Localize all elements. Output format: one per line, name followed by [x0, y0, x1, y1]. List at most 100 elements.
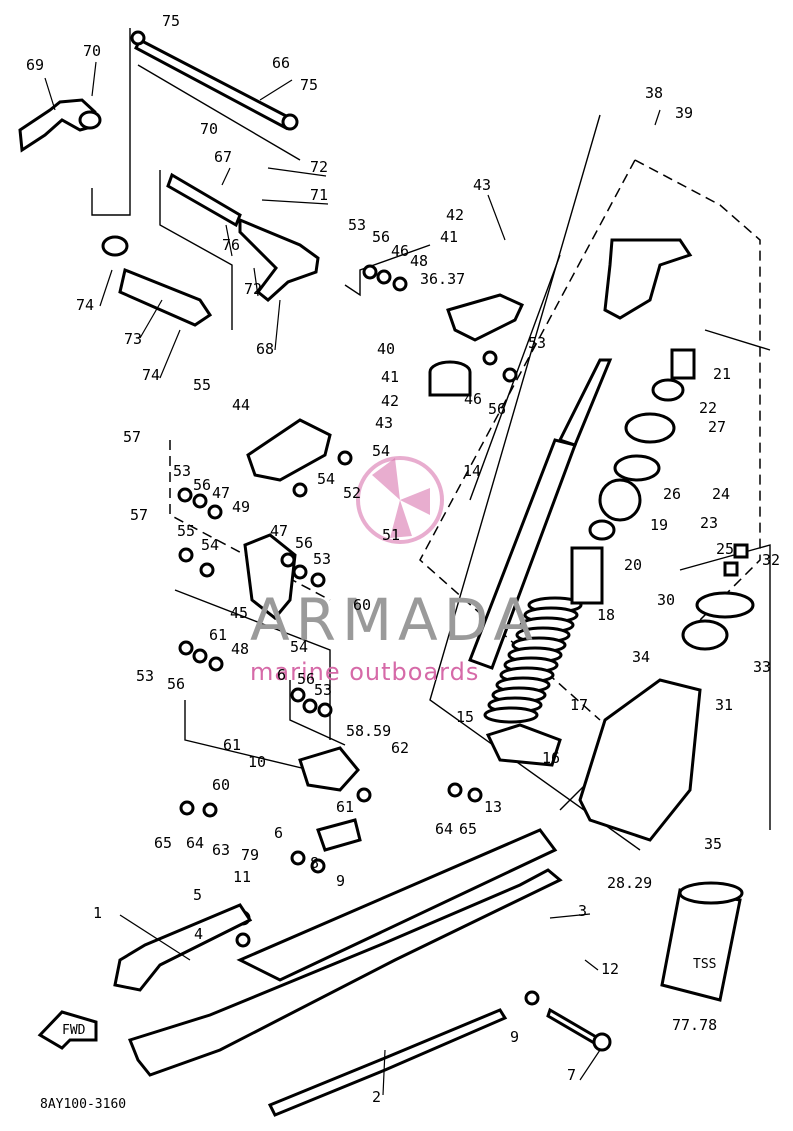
- washer: [310, 572, 326, 588]
- part-label-33: 33: [753, 658, 771, 676]
- leader-line: [261, 199, 329, 205]
- part-label-56: 56: [167, 675, 185, 693]
- part-label-64: 64: [435, 820, 453, 838]
- part-label-38: 38: [645, 84, 663, 102]
- part-label-65: 65: [154, 834, 172, 852]
- leader-line: [225, 224, 233, 257]
- leader-line: [253, 267, 259, 297]
- washer: [208, 656, 224, 672]
- washer: [362, 264, 378, 280]
- part-label-71: 71: [310, 186, 328, 204]
- part-label-48: 48: [231, 640, 249, 658]
- leader-line: [274, 299, 281, 351]
- part-label-23: 23: [700, 514, 718, 532]
- part-label-70: 70: [83, 42, 101, 60]
- fasteners: [177, 264, 540, 1006]
- cylinder-text: TSS: [693, 957, 716, 972]
- part-44-bracket: [246, 418, 332, 482]
- washer: [290, 687, 306, 703]
- part-label-74: 74: [142, 366, 160, 384]
- part-label-7: 7: [567, 1066, 576, 1084]
- washer: [192, 648, 208, 664]
- leader-line: [44, 77, 56, 111]
- part-77-78-cover: [660, 881, 744, 1002]
- part-label-61: 61: [223, 736, 241, 754]
- washer: [502, 367, 518, 383]
- washer: [482, 350, 498, 366]
- part-label-30: 30: [657, 591, 675, 609]
- leader-line: [259, 79, 293, 101]
- part-label-31: 31: [715, 696, 733, 714]
- washer: [310, 858, 326, 874]
- part-label-60: 60: [212, 776, 230, 794]
- propeller-icon: [356, 456, 444, 544]
- part-label-72: 72: [244, 280, 262, 298]
- part-label-15: 15: [456, 708, 474, 726]
- leader-line: [579, 1049, 601, 1081]
- part-label-68: 68: [256, 340, 274, 358]
- part-label-17: 17: [570, 696, 588, 714]
- part-label-47: 47: [212, 484, 230, 502]
- washer: [302, 698, 318, 714]
- part-label-54: 54: [317, 470, 335, 488]
- part-16-spring-seat: [485, 723, 562, 767]
- part-label-19: 19: [650, 516, 668, 534]
- part-3-ski-body: [236, 828, 558, 982]
- washer: [317, 702, 333, 718]
- part-label-25: 25: [716, 540, 734, 558]
- part-label-43: 43: [473, 176, 491, 194]
- part-label-13: 13: [484, 798, 502, 816]
- part-label-56: 56: [297, 670, 315, 688]
- part-label-24: 24: [712, 485, 730, 503]
- part-label-76: 76: [222, 236, 240, 254]
- part-label-73: 73: [124, 330, 142, 348]
- part-label-9: 9: [336, 872, 345, 890]
- watermark: ARMADA marine outboards: [250, 456, 533, 686]
- washer: [202, 802, 218, 818]
- part-label-27: 27: [708, 418, 726, 436]
- part-label-53: 53: [348, 216, 366, 234]
- part-label-21: 21: [713, 365, 731, 383]
- washer: [280, 552, 296, 568]
- part-label-75: 75: [300, 76, 318, 94]
- part-label-32: 32: [762, 551, 780, 569]
- part-label-43: 43: [375, 414, 393, 432]
- part-label-67: 67: [214, 148, 232, 166]
- part-40-collar: [428, 360, 472, 397]
- part-label-52: 52: [343, 484, 361, 502]
- leader-line: [549, 913, 591, 919]
- part-label-2: 2: [372, 1088, 381, 1106]
- washer: [178, 547, 194, 563]
- part-label-39: 39: [675, 104, 693, 122]
- part-label-8: 8: [310, 854, 319, 872]
- part-label-66: 66: [272, 54, 290, 72]
- part-label-41: 41: [381, 368, 399, 386]
- part-label-41: 41: [440, 228, 458, 246]
- label-36-37: 36.37: [420, 270, 465, 288]
- part-label-34: 34: [632, 648, 650, 666]
- washer: [356, 787, 372, 803]
- part-label-79: 79: [241, 846, 259, 864]
- leader-line: [382, 1049, 386, 1096]
- washer: [292, 564, 308, 580]
- washer: [235, 932, 251, 948]
- washer: [392, 276, 408, 292]
- washer: [179, 800, 195, 816]
- washer: [192, 493, 208, 509]
- part-label-6: 6: [274, 824, 283, 842]
- label-77-78: 77.78: [672, 1016, 717, 1034]
- part-label-4: 4: [194, 925, 203, 943]
- watermark-subtitle: marine outboards: [250, 658, 479, 686]
- part-67-shaft: [166, 172, 242, 228]
- washer: [447, 782, 463, 798]
- leader-line: [139, 299, 163, 339]
- washer: [207, 504, 223, 520]
- part-label-5: 5: [193, 886, 202, 904]
- part-label-69: 69: [26, 56, 44, 74]
- part-label-16: 16: [542, 749, 560, 767]
- part-14-shock-rod: [468, 358, 613, 670]
- part-label-56: 56: [488, 400, 506, 418]
- part-label-48: 48: [410, 252, 428, 270]
- part-label-46: 46: [464, 390, 482, 408]
